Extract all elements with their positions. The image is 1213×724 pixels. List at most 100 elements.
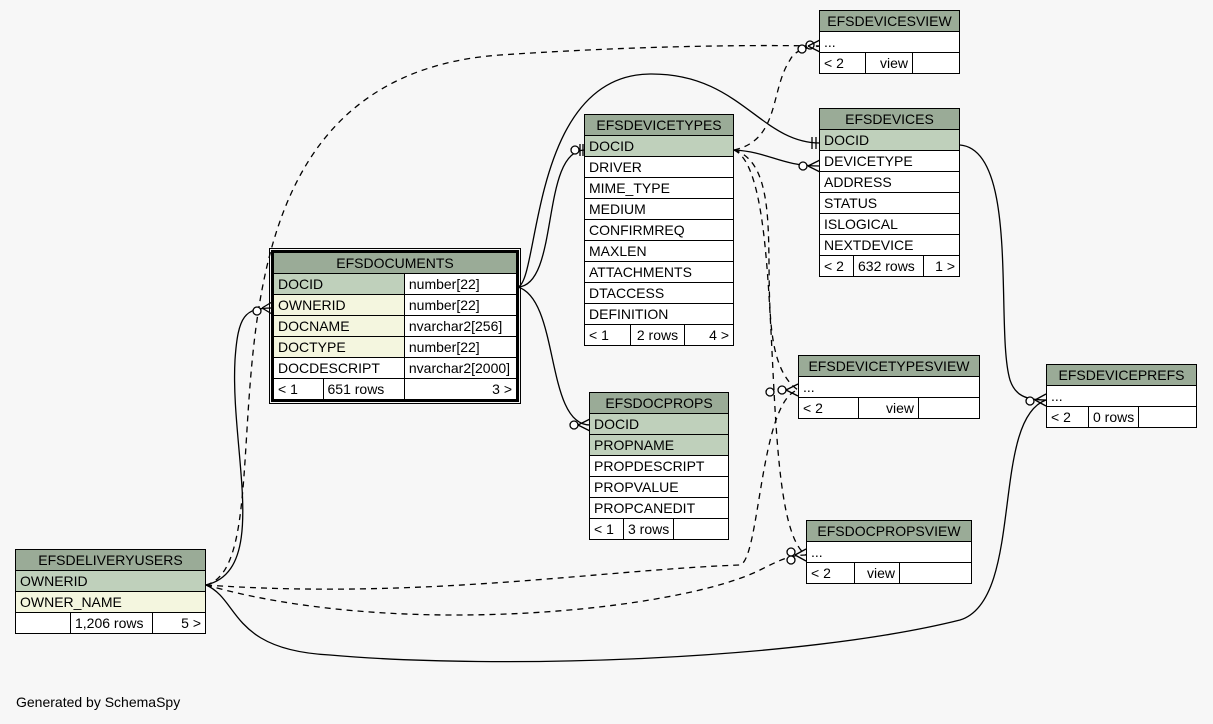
column-name: DOCID	[272, 273, 405, 295]
crowfoot-docprops	[577, 418, 591, 432]
table-efsdevicesview[interactable]: EFSDEVICESVIEW ... < 2 view	[819, 10, 960, 74]
column-row: PROPDESCRIPT	[589, 455, 729, 477]
crowfoot-deviceprefs	[1034, 393, 1047, 407]
column-name: OWNERID	[272, 294, 405, 316]
marker-deviceprefs	[1025, 396, 1035, 406]
column-row: STATUS	[819, 192, 960, 214]
row-count: 651 rows	[322, 378, 405, 401]
row-count: 1,206 rows	[70, 612, 153, 634]
column-name: DOCTYPE	[272, 336, 405, 358]
column-row: PROPNAME	[589, 434, 729, 456]
prev-link[interactable]: < 1	[584, 324, 631, 346]
rel-devicetypes-docpropsview	[733, 149, 807, 556]
column-type: number[22]	[403, 294, 518, 316]
row-count: 0 rows	[1087, 406, 1140, 428]
column-name: DOCDESCRIPT	[272, 357, 405, 379]
column-row: ADDRESS	[819, 171, 960, 193]
column-row: NEXTDEVICE	[819, 234, 960, 256]
column-row: ...	[798, 376, 980, 398]
crowfoot-documents	[261, 301, 273, 315]
rel-documents-devices	[517, 73, 821, 288]
column-type: nvarchar2[256]	[403, 315, 518, 337]
table-efsdocprops[interactable]: EFSDOCPROPS DOCID PROPNAME PROPDESCRIPT …	[589, 392, 729, 540]
crowfoot-devicetypesview	[785, 383, 799, 397]
column-row: DEFINITION	[584, 303, 734, 325]
rel-documents-docprops	[517, 286, 591, 426]
table-efsdevicetypesview[interactable]: EFSDEVICETYPESVIEW ... < 2 view	[798, 355, 980, 419]
table-efsdocpropsview[interactable]: EFSDOCPROPSVIEW ... < 2 view	[806, 520, 972, 584]
column-name: DOCNAME	[272, 315, 405, 337]
table-header: EFSDEVICES	[819, 108, 960, 130]
next-link[interactable]: 3 >	[403, 378, 518, 401]
prev-link[interactable]: < 1	[272, 378, 324, 401]
table-header: EFSDEVICETYPESVIEW	[798, 355, 980, 377]
marker-documents-ownerid	[252, 306, 262, 316]
next-link[interactable]: 1 >	[923, 255, 960, 277]
column-row: MIME_TYPE	[584, 177, 734, 199]
column-row: PROPVALUE	[589, 476, 729, 498]
marker-devicetypesview-2	[765, 387, 775, 397]
prev-link[interactable]: < 2	[1046, 406, 1089, 428]
column-row: ISLOGICAL	[819, 213, 960, 235]
rel-deliveryusers-devicetypesview	[205, 389, 799, 590]
column-row: ...	[819, 31, 960, 53]
prev-link[interactable]: < 2	[819, 255, 854, 277]
column-type: number[22]	[403, 273, 518, 295]
table-efsdocuments[interactable]: EFSDOCUMENTS DOCID number[22] OWNERID nu…	[269, 248, 521, 404]
row-count: view	[854, 562, 900, 584]
rel-deliveryusers-devicesview	[205, 44, 821, 586]
prev-link[interactable]: < 2	[806, 562, 855, 584]
column-row: PROPCANEDIT	[589, 497, 729, 519]
column-row: MEDIUM	[584, 198, 734, 220]
prev-link[interactable]	[15, 612, 71, 634]
marker-devicesview	[797, 44, 807, 54]
column-row: OWNERID	[15, 570, 206, 592]
column-row: OWNER_NAME	[15, 591, 206, 613]
row-count: 3 rows	[622, 518, 675, 540]
next-link[interactable]	[1138, 406, 1197, 428]
table-efsdeliveryusers[interactable]: EFSDELIVERYUSERS OWNERID OWNER_NAME 1,20…	[15, 549, 206, 634]
table-header: EFSDOCPROPS	[589, 392, 729, 414]
column-row: DRIVER	[584, 156, 734, 178]
column-row: ATTACHMENTS	[584, 261, 734, 283]
table-header: EFSDEVICESVIEW	[819, 10, 960, 32]
rel-deliveryusers-deviceprefs	[205, 399, 1047, 663]
rel-deliveryusers-docpropsview	[205, 554, 807, 616]
next-link[interactable]	[673, 518, 729, 540]
column-row: MAXLEN	[584, 240, 734, 262]
column-row: DOCID	[584, 135, 734, 157]
column-row: DOCID	[819, 129, 960, 151]
row-count: view	[865, 52, 913, 74]
column-type: number[22]	[403, 336, 518, 358]
next-link[interactable]	[918, 397, 980, 419]
prev-link[interactable]: < 2	[819, 52, 866, 74]
next-link[interactable]	[912, 52, 960, 74]
column-type: nvarchar2[2000]	[403, 357, 518, 379]
prev-link[interactable]: < 1	[589, 518, 624, 540]
table-efsdeviceprefs[interactable]: EFSDEVICEPREFS ... < 2 0 rows	[1046, 364, 1197, 428]
next-link[interactable]: 4 >	[684, 324, 734, 346]
prev-link[interactable]: < 2	[798, 397, 859, 419]
marker-devicetypesview	[777, 385, 787, 395]
crowfoot-devicesview	[807, 39, 821, 53]
column-row: DOCID	[589, 413, 729, 435]
column-row: DTACCESS	[584, 282, 734, 304]
table-header: EFSDELIVERYUSERS	[15, 549, 206, 571]
marker-devicetypes-docid	[570, 145, 580, 155]
table-header: EFSDOCUMENTS	[272, 251, 518, 274]
column-row: ...	[806, 541, 972, 563]
next-link[interactable]	[899, 562, 972, 584]
generated-by-label: Generated by SchemaSpy	[16, 694, 181, 710]
crowfoot-devices-devicetype	[807, 159, 821, 173]
column-row: ...	[1046, 385, 1197, 407]
next-link[interactable]: 5 >	[152, 612, 206, 634]
row-count: view	[858, 397, 919, 419]
table-efsdevices[interactable]: EFSDEVICES DOCID DEVICETYPE ADDRESS STAT…	[819, 108, 960, 277]
table-header: EFSDEVICETYPES	[584, 114, 734, 136]
marker-docpropsview	[786, 547, 796, 557]
row-count: 2 rows	[630, 324, 685, 346]
crowfoot-devices-docid	[811, 137, 817, 149]
crowfoot-docpropsview	[794, 548, 807, 562]
table-efsdevicetypes[interactable]: EFSDEVICETYPES DOCID DRIVER MIME_TYPE ME…	[584, 114, 734, 346]
